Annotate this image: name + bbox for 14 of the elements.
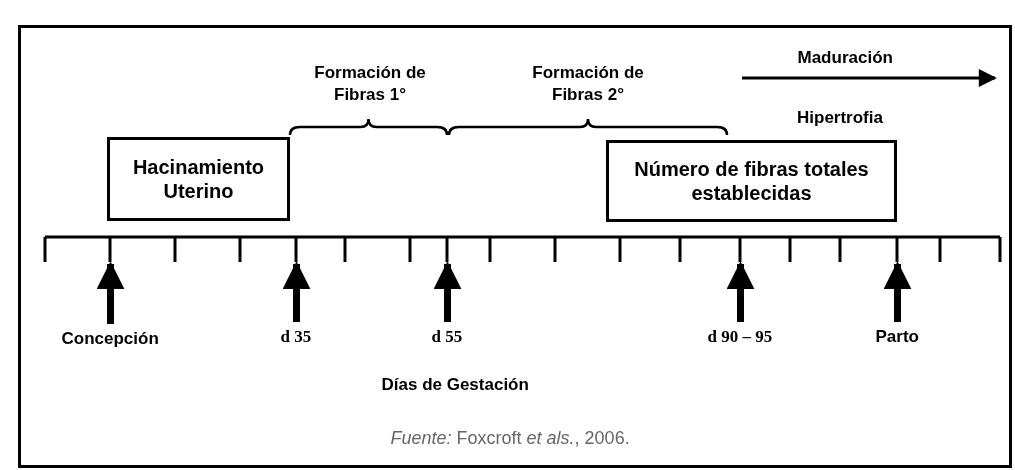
annotation-text: Formación de Fibras 1° xyxy=(313,62,427,106)
process-box: Hacinamiento Uterino xyxy=(107,137,290,221)
caption: Fuente: Foxcroft et als., 2006. xyxy=(390,428,630,449)
process-box: Número de fibras totales establecidas xyxy=(606,140,897,222)
annotation-text: Maduración xyxy=(797,47,893,69)
timepoint-label: d 90 – 95 xyxy=(707,326,773,348)
timepoint-label: d 35 xyxy=(280,326,312,348)
annotation-text: Formación de Fibras 2° xyxy=(531,62,645,106)
timepoint-label: Concepción xyxy=(61,328,159,350)
timeline-axis xyxy=(43,235,1002,262)
timepoint-label: d 55 xyxy=(431,326,463,348)
annotation-text: Hipertrofia xyxy=(797,107,883,129)
axis-title: Días de Gestación xyxy=(381,374,529,396)
timepoint-label: Parto xyxy=(875,326,919,348)
